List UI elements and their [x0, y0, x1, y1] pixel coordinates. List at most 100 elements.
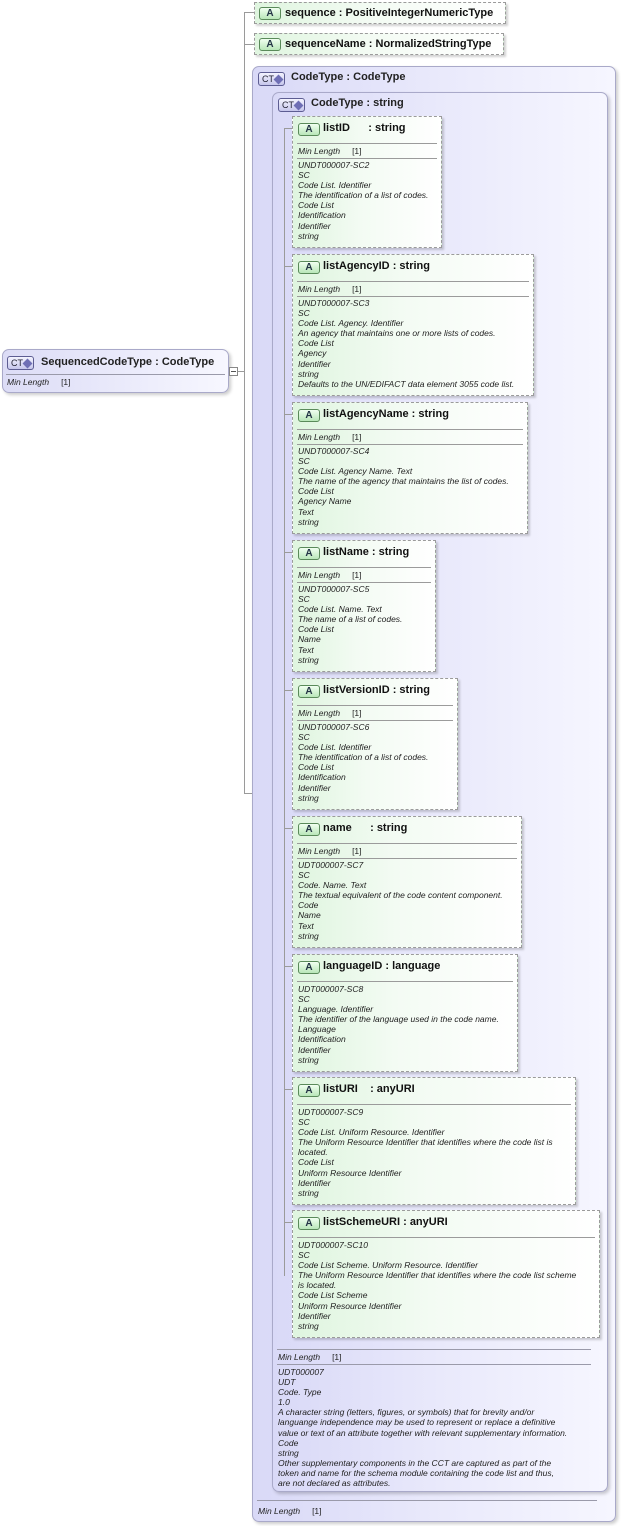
attribute-badge-label: A [305, 1218, 313, 1229]
attribute-facet-value: [1] [352, 708, 362, 718]
attribute-type: string [399, 260, 430, 272]
attribute-facet: Min Length[1] [298, 708, 362, 718]
code-type-string-notes: UDT000007 UDT Code. Type 1.0 A character… [278, 1367, 600, 1488]
note-line: UDT000007-SC9 [298, 1107, 364, 1117]
note-line: Identification [298, 1034, 346, 1045]
note-line: Code List [298, 486, 334, 497]
root-connector [238, 371, 244, 372]
attribute-separator [297, 158, 437, 159]
note-line: Agency Name [298, 496, 352, 507]
code-type-facet-label: Min Length [258, 1506, 301, 1516]
attribute-notes: UNDT000007-SC5 SC Code List. Name. Text … [298, 584, 431, 665]
attribute-list-agency-name[interactable]: A listAgencyName : string Min Length[1] … [292, 402, 528, 534]
note-line: string [298, 930, 319, 941]
complex-type-badge-label: CT [282, 100, 294, 110]
note-line: UNDT000007-SC5 [298, 584, 370, 594]
connector-list-agency-id [284, 266, 294, 267]
note-line: The name of a list of codes. [298, 614, 403, 625]
connector-list-name [284, 552, 294, 553]
note-line: Language [298, 1024, 336, 1035]
attribute-facet: Min Length[1] [298, 146, 362, 156]
note-line: Defaults to the UN/EDIFACT data element … [298, 378, 515, 389]
root-name: SequencedCodeType [41, 356, 153, 368]
note-line: Name [298, 910, 321, 921]
attribute-type: language [392, 960, 441, 972]
note-line: The textual equivalent of the code conte… [298, 890, 503, 901]
note-line: The identifier of the language used in t… [298, 1014, 499, 1025]
connector-list-uri [284, 1089, 294, 1090]
attribute-sequence-name[interactable]: A sequenceName : NormalizedStringType [254, 33, 504, 55]
attribute-name: listAgencyName [323, 408, 409, 420]
attribute-separator [297, 444, 523, 445]
attribute-separator [297, 705, 453, 706]
note-line: UDT000007-SC10 [298, 1240, 368, 1250]
note-line: string [298, 654, 319, 665]
attribute-facet-value: [1] [352, 284, 362, 294]
root-title: SequencedCodeType : CodeType [41, 356, 215, 368]
note-line: Code List. Identifier [298, 180, 372, 191]
attribute-notes: UNDT000007-SC6 SC Code List. Identifier … [298, 722, 453, 803]
note-line: string [298, 368, 319, 379]
collapse-toggle[interactable] [229, 367, 238, 376]
attribute-type: anyURI [409, 1216, 448, 1228]
note-line: UDT [278, 1377, 296, 1388]
attribute-name-text: name [323, 822, 352, 834]
note-line: Code List. Identifier [298, 742, 372, 753]
attribute-list-name[interactable]: A listName : string Min Length[1] UNDT00… [292, 540, 436, 672]
attribute-badge-label: A [266, 39, 274, 50]
complex-type-badge-label: CT [11, 358, 23, 368]
note-line: Identification [298, 210, 346, 221]
note-line: are not declared as attributes. [278, 1478, 391, 1489]
attribute-badge-label: A [305, 410, 313, 421]
attribute-separator [297, 1104, 571, 1105]
attribute-facet: Min Length[1] [298, 284, 362, 294]
attribute-icon: A [298, 1084, 320, 1097]
attribute-title: listName : string [323, 546, 410, 558]
attribute-list-version-id[interactable]: A listVersionID : string Min Length[1] U… [292, 678, 458, 810]
attribute-name[interactable]: A name : string Min Length[1] UDT000007-… [292, 816, 522, 948]
attribute-badge-label: A [305, 686, 313, 697]
note-line: languange independence may be used to re… [278, 1417, 556, 1428]
code-type-string-separator-top [277, 1349, 591, 1350]
attribute-list-id[interactable]: A listID : string Min Length[1] UNDT0000… [292, 116, 442, 248]
attribute-sequence[interactable]: A sequence : PositiveIntegerNumericType [254, 2, 506, 24]
code-type-separator [257, 1500, 597, 1501]
note-line: Identifier [298, 358, 331, 369]
code-type-name: CodeType [291, 71, 344, 83]
attribute-list-agency-id[interactable]: A listAgencyID : string Min Length[1] UN… [292, 254, 534, 396]
attribute-badge-label: A [305, 262, 313, 273]
attribute-title: listSchemeURI : anyURI [323, 1216, 448, 1228]
note-line: Identification [298, 772, 346, 783]
attribute-facet: Min Length[1] [298, 570, 362, 580]
attribute-title: sequenceName : NormalizedStringType [285, 38, 492, 50]
attribute-facet-label: Min Length [298, 432, 341, 442]
note-line: Name [298, 634, 321, 645]
note-line: SC [298, 1250, 310, 1261]
attribute-separator [297, 981, 513, 982]
attribute-badge-label: A [266, 8, 274, 19]
code-type-facet-value: [1] [312, 1506, 322, 1516]
attribute-notes: UNDT000007-SC2 SC Code List. Identifier … [298, 160, 437, 241]
note-line: A character string (letters, figures, or… [278, 1407, 535, 1418]
note-line: Identifier [298, 1044, 331, 1055]
attribute-list-scheme-uri[interactable]: A listSchemeURI : anyURI UDT000007-SC10 … [292, 1210, 600, 1338]
attribute-title: sequence : PositiveIntegerNumericType [285, 7, 494, 19]
note-line: Code List [298, 338, 334, 349]
attribute-language-id[interactable]: A languageID : language UDT000007-SC8 SC… [292, 954, 518, 1072]
note-line: string [298, 230, 319, 241]
connector-sequence-name [244, 44, 256, 45]
attribute-separator [297, 143, 437, 144]
note-line: Code List. Agency. Identifier [298, 318, 404, 329]
attribute-separator [297, 858, 517, 859]
root-complex-type[interactable]: CT SequencedCodeType : CodeType Min Leng… [2, 349, 229, 393]
note-line: Code List. Agency Name. Text [298, 466, 413, 477]
attribute-separator [297, 843, 517, 844]
attribute-list-uri[interactable]: A listURI : anyURI UDT000007-SC9 SC Code… [292, 1077, 576, 1205]
note-line: Identifier [298, 1310, 331, 1321]
note-line: Code List [298, 200, 334, 211]
attribute-facet-value: [1] [352, 570, 362, 580]
attribute-badge-label: A [305, 548, 313, 559]
attribute-icon: A [298, 261, 320, 274]
attribute-facet-value: [1] [352, 432, 362, 442]
note-line: Identifier [298, 782, 331, 793]
